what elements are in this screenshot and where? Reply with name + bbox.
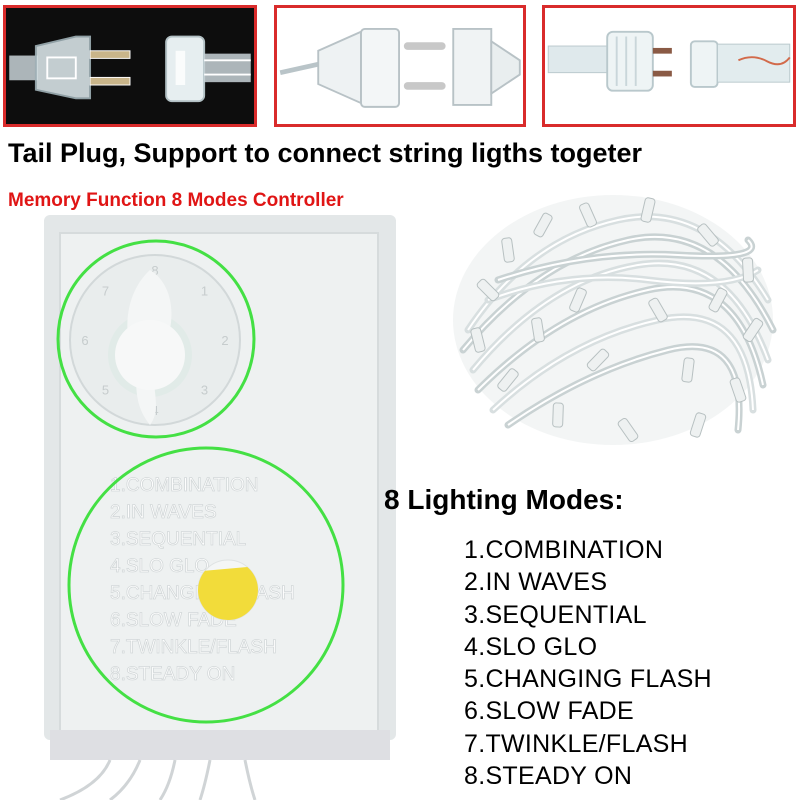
mode-item: 7.TWINKLE/FLASH [464, 729, 688, 758]
eu-plug-illustration [279, 27, 521, 108]
controller-label-line: 1.COMBINATION [110, 475, 259, 496]
dial-number: 6 [81, 333, 88, 348]
controller-label-line: 8.STEADY ON [110, 664, 235, 685]
us-plug-photo [3, 5, 257, 127]
string-lights-photo [448, 180, 778, 460]
string-lights-illustration [453, 195, 777, 445]
mode-item: 8.STEADY ON [464, 762, 633, 791]
mode-item: 2.IN WAVES [464, 568, 608, 597]
lighting-modes-list: 1.COMBINATION 2.IN WAVES 3.SEQUENTIAL 4.… [464, 534, 712, 792]
controller-label-line: 4.SLO GLO [110, 556, 209, 577]
mode-item: 5.CHANGING FLASH [464, 665, 712, 694]
controller-label-line: 6.SLOW FADE [110, 610, 237, 631]
label-highlight-circle [67, 446, 345, 724]
tail-plug-heading: Tail Plug, Support to connect string lig… [8, 138, 642, 168]
mode-item: 6.SLOW FADE [464, 697, 635, 726]
controller-label-line: 2.IN WAVES [110, 502, 217, 523]
us-plug-illustration [9, 35, 251, 103]
dial-number: 7 [102, 284, 109, 299]
three-pin-plug-photo [542, 5, 796, 127]
dial-number: 3 [201, 382, 208, 397]
dial-number: 8 [151, 263, 158, 278]
dial-number: 5 [102, 382, 109, 397]
dial-highlight-circle [56, 239, 256, 439]
controller-label-line: 7.TWINKLE/FLASH [110, 637, 277, 658]
memory-function-heading: Memory Function 8 Modes Controller [8, 190, 344, 211]
controller-label-line: 3.SEQUENTIAL [110, 529, 246, 550]
mode-item: 4.SLO GLO [464, 632, 598, 661]
mode-item: 3.SEQUENTIAL [464, 600, 647, 629]
mode-item: 1.COMBINATION [464, 536, 664, 564]
eu-plug-photo [274, 5, 526, 127]
controller-mode-label: 1.COMBINATION 2.IN WAVES 3.SEQUENTIAL 4.SLO… [110, 475, 296, 686]
three-pin-plug-illustration [547, 30, 791, 92]
dial-number: 1 [201, 284, 208, 299]
lighting-modes-title: 8 Lighting Modes: [384, 484, 624, 515]
dial-number: 2 [221, 333, 228, 348]
